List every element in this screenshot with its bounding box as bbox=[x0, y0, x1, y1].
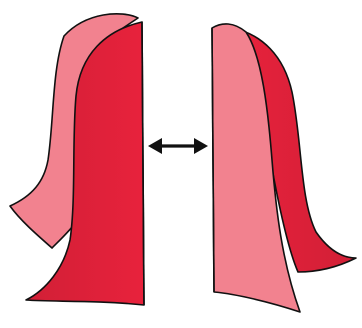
right-piece bbox=[212, 24, 356, 312]
left-piece bbox=[10, 14, 144, 305]
arrow-head-left bbox=[148, 138, 162, 154]
left-piece-front-panel bbox=[26, 22, 144, 305]
arrow-head-right bbox=[194, 138, 208, 154]
double-headed-arrow-icon bbox=[148, 138, 208, 154]
